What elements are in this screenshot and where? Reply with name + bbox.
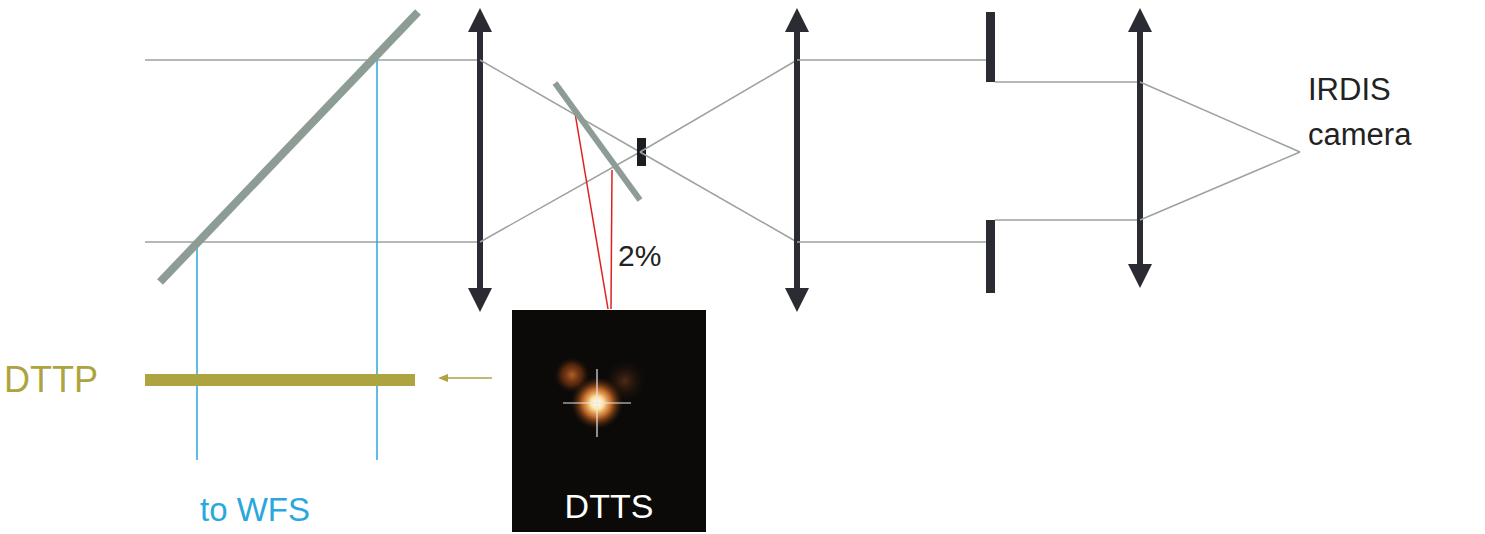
lens-symbol [794,20,800,300]
dttp-label: DTTP [4,358,98,401]
beam-ray [797,59,988,61]
beamsplitter [160,12,418,282]
beam-ray [995,81,1140,83]
wfs-label: to WFS [200,490,310,530]
beam-ray [640,60,797,152]
feedback-arrow [440,377,492,379]
wfs-ray [196,242,198,460]
beam-ray [1140,82,1300,152]
tilted-plate [555,83,640,200]
camera-label: IRDIS camera [1308,68,1458,158]
beam-ray [640,152,797,242]
beam-ray [995,219,1140,221]
beam-ray [480,60,640,152]
lens-symbol [1137,20,1143,276]
camera-image: DTTS [512,310,706,532]
reflected-ray [575,113,608,309]
dttp-plate [145,374,415,386]
pupil-stop [986,220,995,293]
beam-ray [797,241,988,243]
reflected-ray [611,170,612,309]
pupil-stop [986,12,995,82]
beam-ray [1140,152,1300,220]
beam-ray [145,59,480,61]
image-title: DTTS [565,487,654,526]
fraction-label: 2% [618,238,661,274]
wfs-ray [376,60,378,460]
